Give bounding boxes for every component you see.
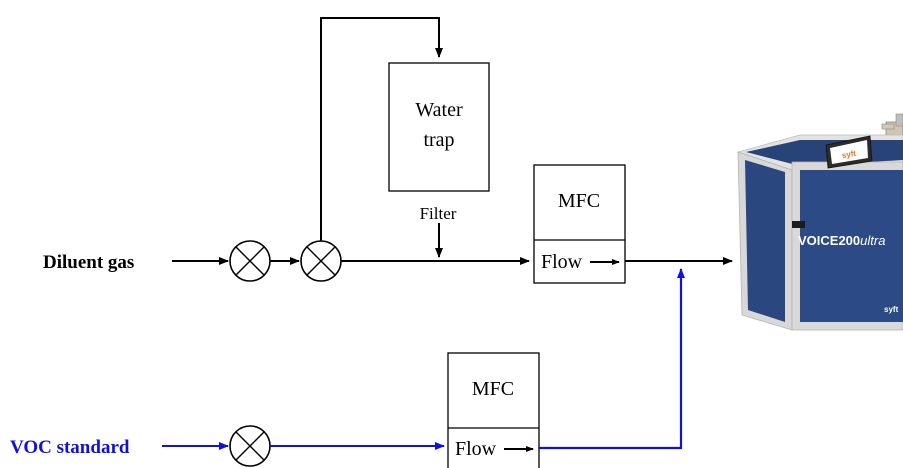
voc-standard-label: VOC standard	[10, 437, 130, 458]
filter-label: Filter	[420, 204, 457, 223]
water-trap-bypass-line	[320, 17, 443, 241]
mfc-bottom-flow-label: Flow	[455, 438, 497, 460]
screen-logo: syft	[841, 149, 857, 160]
tablet-screen: syft	[825, 135, 873, 169]
mfc-top-title: MFC	[558, 190, 600, 212]
water-trap-label-line2: trap	[423, 129, 454, 151]
mfc-top-flow-label: Flow	[541, 251, 583, 273]
voc-merge-line	[539, 268, 685, 450]
water-trap-label-line1: Water	[415, 99, 463, 121]
valve-icon	[229, 425, 271, 467]
water-trap-box	[388, 62, 490, 192]
valve-icon	[229, 240, 271, 282]
mfc-top-box	[533, 164, 626, 284]
mfc-bottom-title: MFC	[472, 378, 514, 400]
instrument-model-name: VOICE200ultra	[798, 233, 885, 248]
corner-logo: syft	[884, 305, 899, 314]
voice200-instrument: syft VOICE200ultra syft	[736, 113, 903, 331]
diluent-gas-label: Diluent gas	[43, 252, 134, 273]
valve-icon	[300, 240, 342, 282]
